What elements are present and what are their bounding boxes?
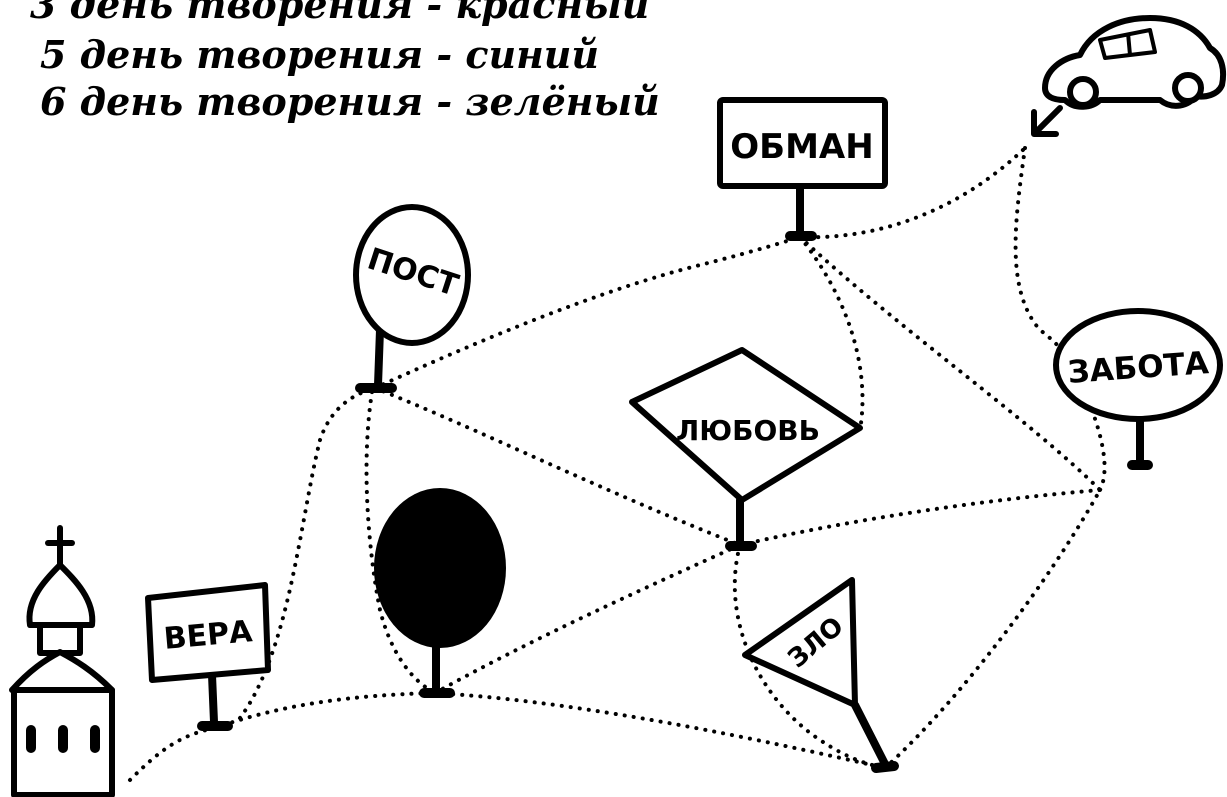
path-car-zabota	[1013, 146, 1072, 362]
path-obman-lyubov	[798, 235, 865, 432]
sign-obman-label: ОБМАН	[730, 127, 873, 167]
sign-zabota: ЗАБОТА	[1053, 308, 1223, 470]
legend-line-6: 6 день творения - зелёный	[40, 79, 660, 124]
path-tree-lyubov	[433, 543, 742, 695]
sign-lyubov-label: ЛЮБОВЬ	[676, 414, 820, 447]
sign-lyubov: ЛЮБОВЬ	[629, 347, 863, 551]
church-icon	[9, 525, 115, 797]
legend: 3 день творения - красный 5 день творени…	[30, 0, 660, 124]
sign-vera-label: ВЕРА	[162, 614, 254, 657]
path-vera-post	[238, 386, 377, 720]
sign-zlo: ЗЛО	[742, 577, 899, 773]
path-post-tree	[364, 390, 437, 695]
path-zlo-junction	[883, 488, 1102, 770]
path-obman-junction	[798, 235, 1102, 492]
path-tree-zlo	[433, 691, 887, 770]
path-zabota-junction	[1068, 358, 1107, 492]
path-vera-tree	[213, 691, 437, 730]
sign-obman: ОБМАН	[717, 97, 888, 241]
arrow-icon	[1031, 105, 1063, 137]
dotted-paths	[128, 146, 1107, 782]
legend-line-3: 3 день творения - красный	[30, 0, 649, 27]
sign-vera: ВЕРА	[145, 582, 271, 731]
legend-line-5: 5 день творения - синий	[40, 32, 599, 77]
tree-icon	[374, 488, 506, 698]
car-icon	[1042, 15, 1227, 110]
path-lyubov-zlo	[732, 543, 887, 770]
sign-post: ПОСТ	[353, 204, 471, 393]
path-church-vera	[128, 726, 217, 782]
path-post-lyubov	[373, 386, 742, 547]
path-lyubov-junction	[738, 488, 1102, 547]
